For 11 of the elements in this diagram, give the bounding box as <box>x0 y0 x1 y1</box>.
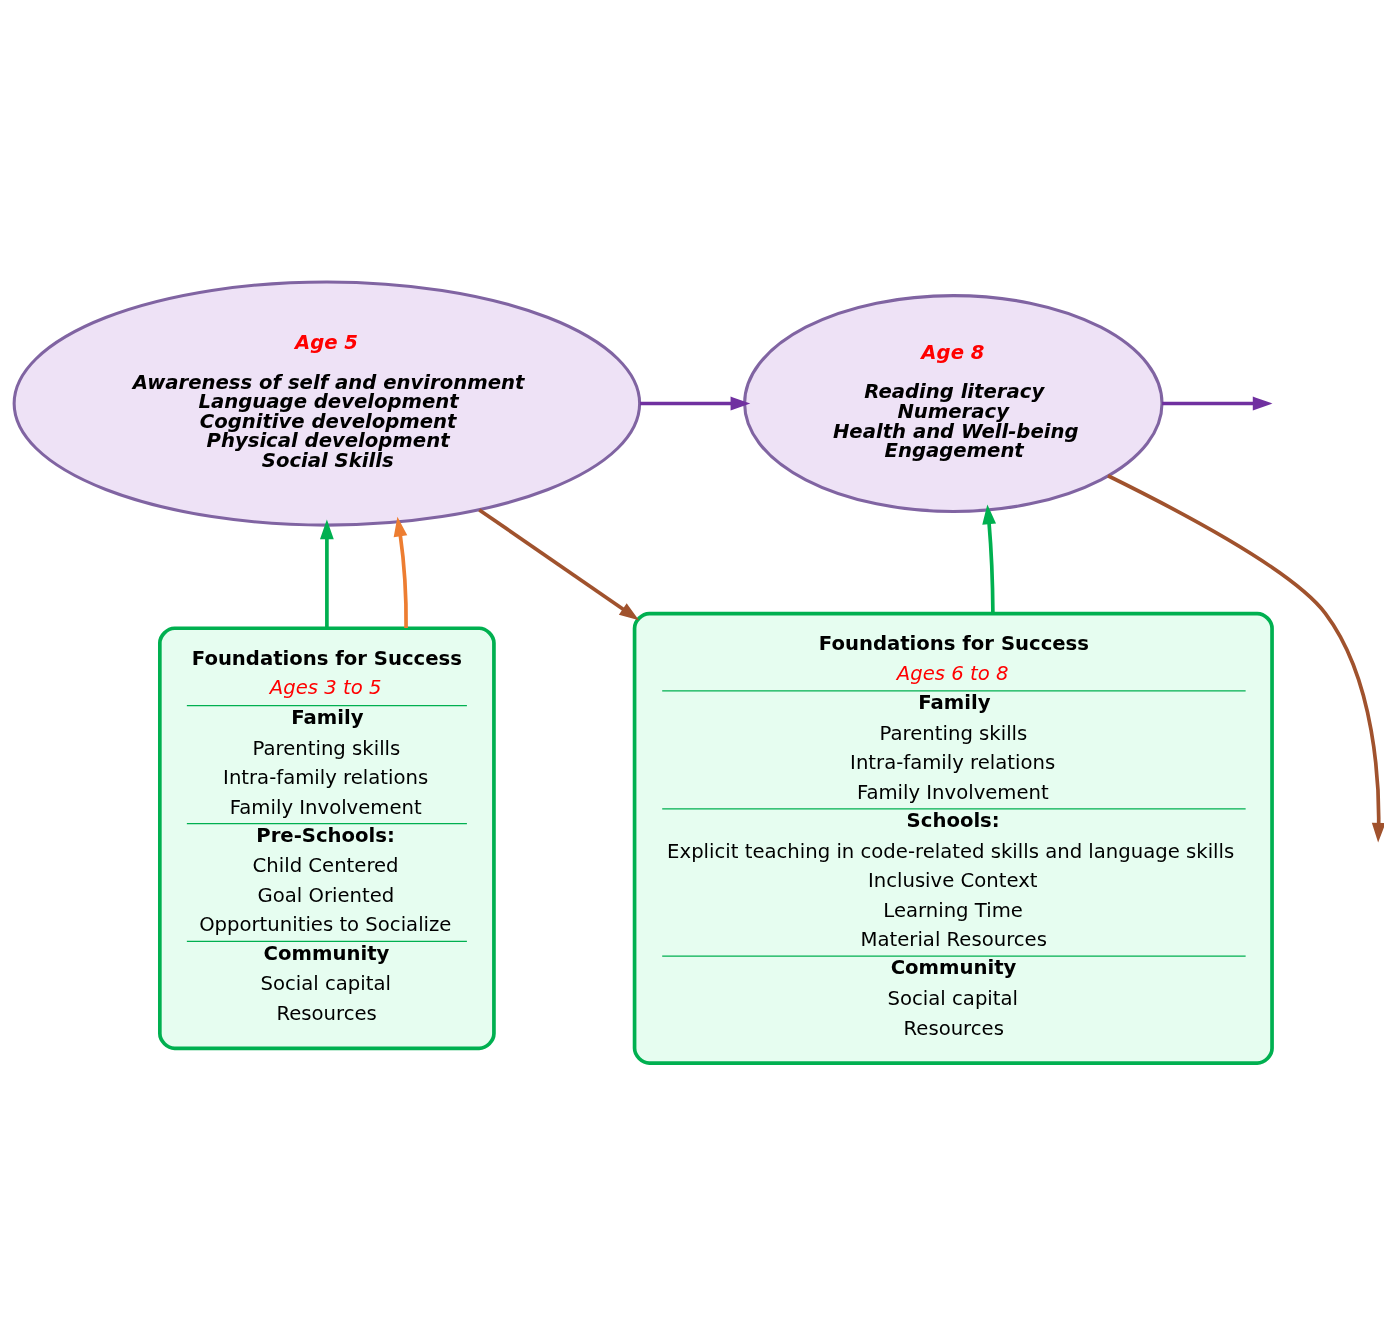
arrow <box>1106 473 1384 843</box>
arrow <box>1161 396 1272 410</box>
arrow <box>639 396 750 410</box>
node-ellipse: Age 8 Reading literacy Numeracy Health and Well-being Engagement <box>742 293 1164 513</box>
arrow <box>981 503 996 613</box>
node-box: Foundations for Success Ages 3 to 5 Family Parenting skills Intra-family relations Family Involvement Pre-Schools: Child Centered Goal Oriented Opportunities to Socialize Community Social capital Resources <box>157 625 496 1050</box>
arrow <box>319 519 334 628</box>
arrow <box>393 516 408 628</box>
node-box: Foundations for Success Ages 6 to 8 Family Parenting skills Intra-family relations Family Involvement Schools: Explicit teaching in code-related skills and language skills Inclusive Context Learning Time Material Resources Community Social capital Resources <box>632 611 1274 1065</box>
arrow <box>477 507 639 620</box>
node-ellipse: Age 5 Awareness of self and environment Language development Cognitive development Physical development Social Skills <box>12 279 641 527</box>
